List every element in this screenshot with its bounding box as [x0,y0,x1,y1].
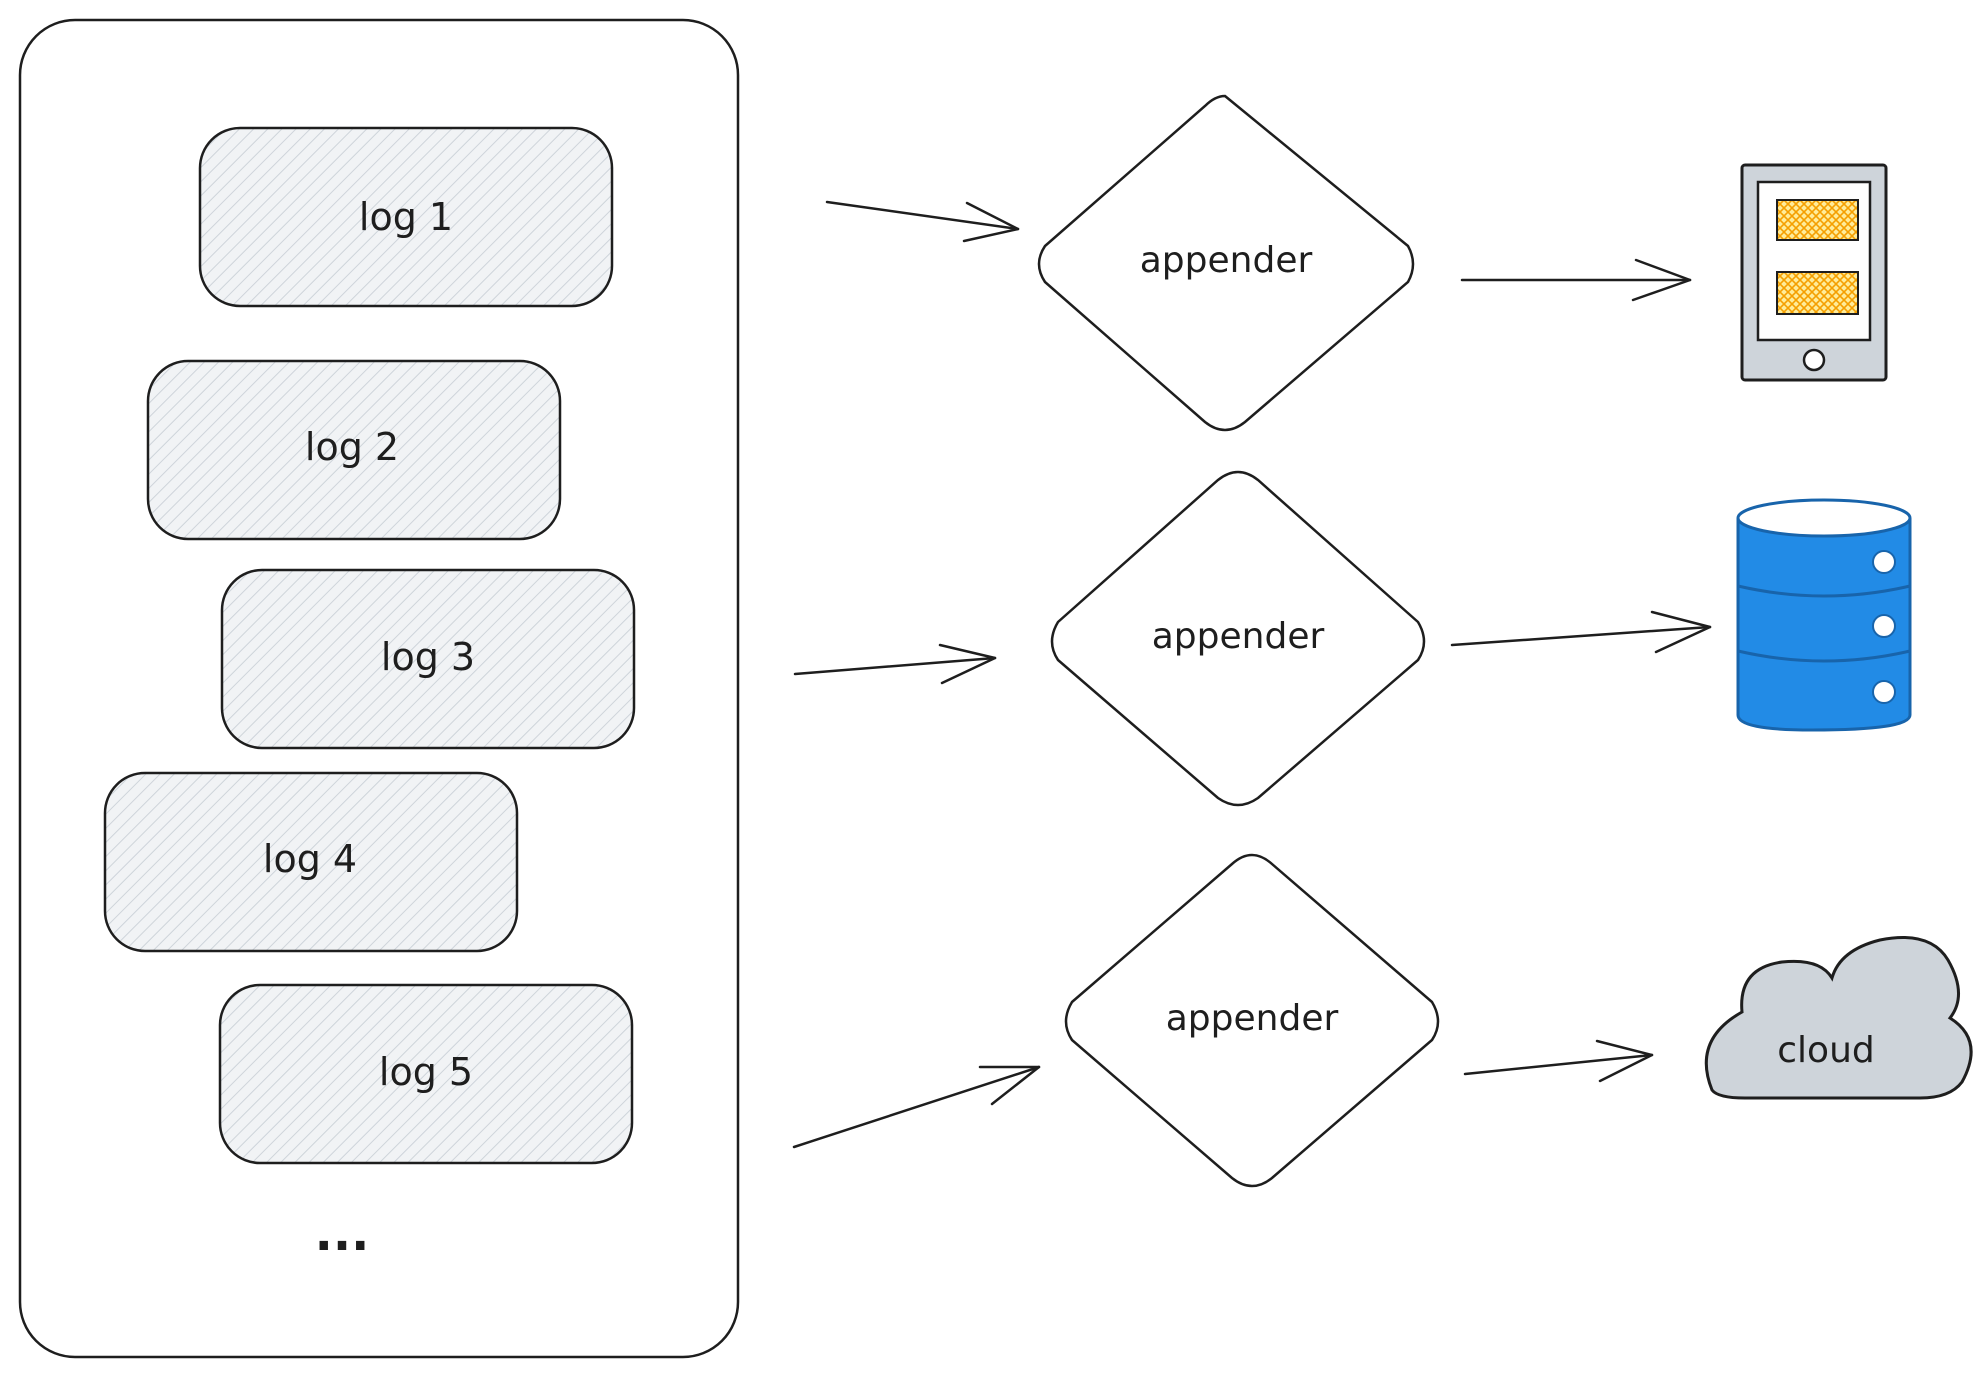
appender-label: appender [1152,616,1325,657]
log-label: log 2 [305,425,399,469]
appender-node: appender [1064,853,1440,1188]
arrow-to-appender-2 [793,643,997,685]
appender-node: appender [1050,470,1426,807]
appender-label: appender [1166,998,1339,1039]
log-box: log 3 [220,568,636,750]
logs-container [18,18,740,1359]
log-label: log 4 [263,837,357,881]
log-label: log 3 [381,635,475,679]
cloud-icon: cloud [1704,936,1973,1100]
more-logs-ellipsis: ... [315,1206,370,1262]
arrow-to-appender-1 [825,200,1020,243]
log-label: log 5 [379,1050,473,1094]
database-icon [1736,498,1912,732]
arrow-to-appender-3 [792,1065,1041,1149]
log-box: log 4 [103,771,519,953]
appender-node: appender [1037,94,1415,432]
arrow-to-device [1460,258,1692,302]
log-label: log 1 [359,195,453,239]
tablet-icon [1740,163,1888,382]
arrow-to-cloud [1463,1039,1654,1083]
appender-label: appender [1140,240,1313,281]
log-box: log 2 [146,359,562,541]
log-box: log 5 [218,983,634,1165]
cloud-label: cloud [1777,1030,1875,1071]
log-box: log 1 [198,126,614,308]
arrow-to-database [1450,610,1712,654]
